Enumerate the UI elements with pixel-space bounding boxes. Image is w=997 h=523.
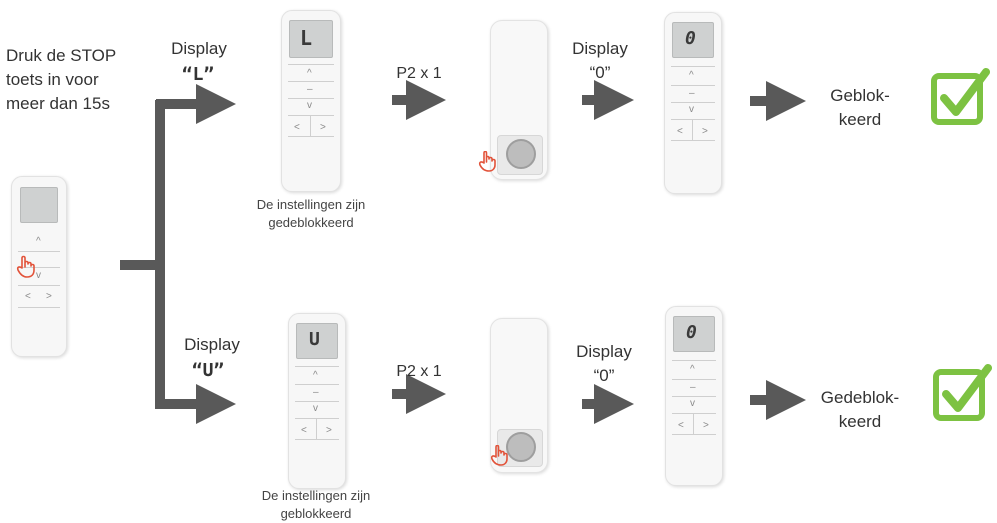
- p2-label-bottom: P2 x 1: [396, 363, 442, 380]
- motor-unit-top: [490, 20, 548, 180]
- display-label-top: Display: [171, 39, 227, 58]
- right-icon: >: [46, 291, 52, 302]
- remote-top-display: L ^ – v < >: [281, 10, 341, 192]
- intro-text: Druk de STOP toets in voor meer dan 15s: [6, 44, 146, 116]
- result-label-bottom: Display “0”: [576, 342, 632, 385]
- up-icon: ^: [36, 236, 41, 247]
- hand-pointer-icon: [16, 255, 35, 278]
- p2-label-top: P2 x 1: [396, 65, 442, 82]
- remote-top-screen: L: [289, 20, 333, 58]
- display-label-bottom: Display: [184, 335, 240, 354]
- right-icon: >: [326, 425, 332, 436]
- intro-line-3: meer dan 15s: [6, 94, 110, 113]
- final-text-bottom: Gedeblok- keerd: [820, 388, 900, 431]
- up-icon: ^: [690, 364, 695, 375]
- check-icon: [931, 68, 990, 125]
- left-icon: <: [294, 122, 300, 133]
- caption-bottom: De instellingen zijn geblokkeerd: [261, 488, 371, 521]
- display-code-bottom: “U”: [191, 360, 225, 381]
- start-remote-screen: [20, 187, 58, 223]
- up-icon: ^: [307, 68, 312, 79]
- intro-line-2: toets in voor: [6, 70, 99, 89]
- remote-bottom-result-screen: 0: [673, 316, 715, 352]
- right-icon: >: [702, 126, 708, 137]
- display-code-top: “L”: [181, 64, 215, 85]
- remote-top-result: 0 ^ – v < >: [664, 12, 722, 194]
- remote-bottom-screen: U: [296, 323, 338, 359]
- remote-bottom-display: U ^ – v < >: [288, 313, 346, 489]
- motor-knob-top: [506, 139, 536, 169]
- remote-top-result-screen: 0: [672, 22, 714, 58]
- left-icon: <: [678, 420, 684, 431]
- left-icon: <: [677, 126, 683, 137]
- right-icon: >: [703, 420, 709, 431]
- final-text-top: Geblok- keerd: [830, 86, 890, 129]
- hand-pointer-icon: [490, 445, 508, 466]
- down-icon: v: [313, 403, 318, 414]
- down-icon: v: [36, 270, 41, 281]
- result-label-top: Display “0”: [572, 39, 628, 82]
- left-icon: <: [301, 425, 307, 436]
- motor-unit-bottom: [490, 318, 548, 473]
- up-icon: ^: [313, 370, 318, 381]
- hand-pointer-icon: [478, 151, 496, 172]
- motor-knob-bottom: [506, 432, 536, 462]
- start-remote: ^ v < >: [11, 176, 67, 357]
- down-icon: v: [689, 104, 694, 115]
- right-icon: >: [320, 122, 326, 133]
- remote-bottom-result: 0 ^ – v < >: [665, 306, 723, 486]
- caption-top: De instellingen zijn gedeblokkeerd: [256, 197, 366, 230]
- check-icon: [933, 364, 992, 421]
- down-icon: v: [690, 398, 695, 409]
- intro-line-1: Druk de STOP: [6, 46, 117, 65]
- down-icon: v: [307, 100, 312, 111]
- left-icon: <: [25, 291, 31, 302]
- up-icon: ^: [689, 70, 694, 81]
